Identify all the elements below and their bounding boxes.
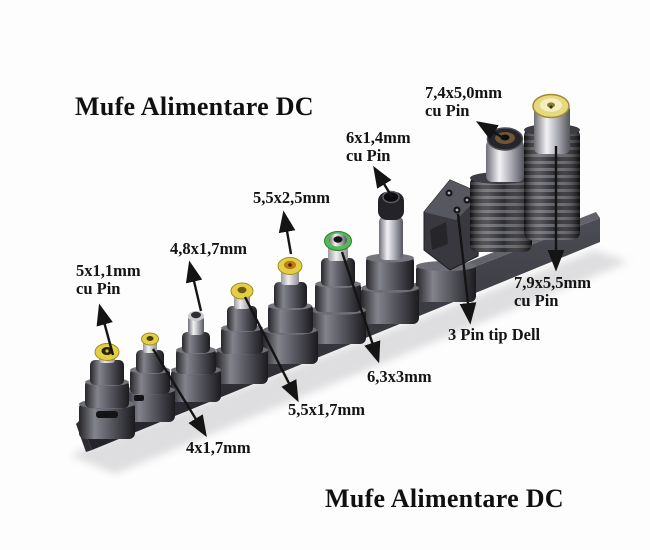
title-top: Mufe Alimentare DC: [75, 92, 314, 121]
label-line: 7,9x5,5mm: [514, 273, 591, 292]
label-3-pin-tip-dell: 3 Pin tip Dell: [448, 326, 540, 344]
label-6x1-4mm-cu-pin: 6x1,4mm cu Pin: [346, 129, 411, 165]
label-line: 4,8x1,7mm: [170, 239, 247, 258]
label-line: cu Pin: [346, 146, 391, 165]
arrow-5-5x2-5mm: [278, 210, 296, 255]
strip-shadow: [70, 250, 628, 474]
arrow-7-4x5-0mm: [475, 121, 506, 141]
connector-3-pin-tip-dell: [416, 179, 483, 302]
label-6-3x3mm: 6,3x3mm: [367, 368, 432, 386]
dell-pins: [445, 189, 471, 214]
arrow-5-5x1-7mm: [243, 296, 299, 403]
connector-4-8x1-7mm: [171, 311, 221, 402]
arrow-3-pin-dell: [456, 213, 477, 325]
label-5x1-1mm-cu-pin: 5x1,1mm cu Pin: [76, 262, 141, 298]
title-bottom: Mufe Alimentare DC: [325, 484, 564, 513]
label-line: cu Pin: [425, 101, 470, 120]
label-7-9x5-5mm-cu-pin: 7,9x5,5mm cu Pin: [514, 274, 591, 310]
connector-5-5x1-7mm: [216, 282, 268, 384]
connector-5x1-1mm-cu-pin: [79, 343, 135, 439]
label-line: 6x1,4mm: [346, 128, 411, 147]
label-line: 7,4x5,0mm: [425, 83, 502, 102]
label-line: 5x1,1mm: [76, 261, 141, 280]
arrow-4-8x1-7mm: [185, 260, 203, 312]
connector-6x1-4mm-cu-pin: [361, 190, 419, 324]
arrow-6x1-4mm: [373, 165, 394, 198]
label-4-8x1-7mm: 4,8x1,7mm: [170, 240, 247, 258]
label-7-4x5-0mm-cu-pin: 7,4x5,0mm cu Pin: [425, 84, 502, 120]
annotation-arrows: [96, 121, 565, 438]
label-line: cu Pin: [514, 291, 559, 310]
label-line: 4x1,7mm: [186, 438, 251, 457]
label-5-5x2-5mm: 5,5x2,5mm: [253, 189, 330, 207]
label-5-5x1-7mm: 5,5x1,7mm: [288, 401, 365, 419]
arrow-5x1-1mm: [96, 303, 115, 356]
connector-7-9x5-5mm-cu-pin: [524, 93, 580, 240]
arrow-4x1-7mm: [151, 348, 207, 438]
label-line: 5,5x1,7mm: [288, 400, 365, 419]
label-line: cu Pin: [76, 279, 121, 298]
label-line: 3 Pin tip Dell: [448, 325, 541, 344]
label-4x1-7mm: 4x1,7mm: [186, 439, 251, 457]
arrow-6-3x3mm: [340, 251, 381, 364]
connector-6-3x3mm: [310, 231, 366, 344]
label-line: 6,3x3mm: [367, 367, 432, 386]
connector-5-5x2-5mm: [263, 257, 318, 364]
label-line: 5,5x2,5mm: [253, 188, 330, 207]
connector-7-4x5-0mm-cu-pin: [470, 127, 532, 252]
